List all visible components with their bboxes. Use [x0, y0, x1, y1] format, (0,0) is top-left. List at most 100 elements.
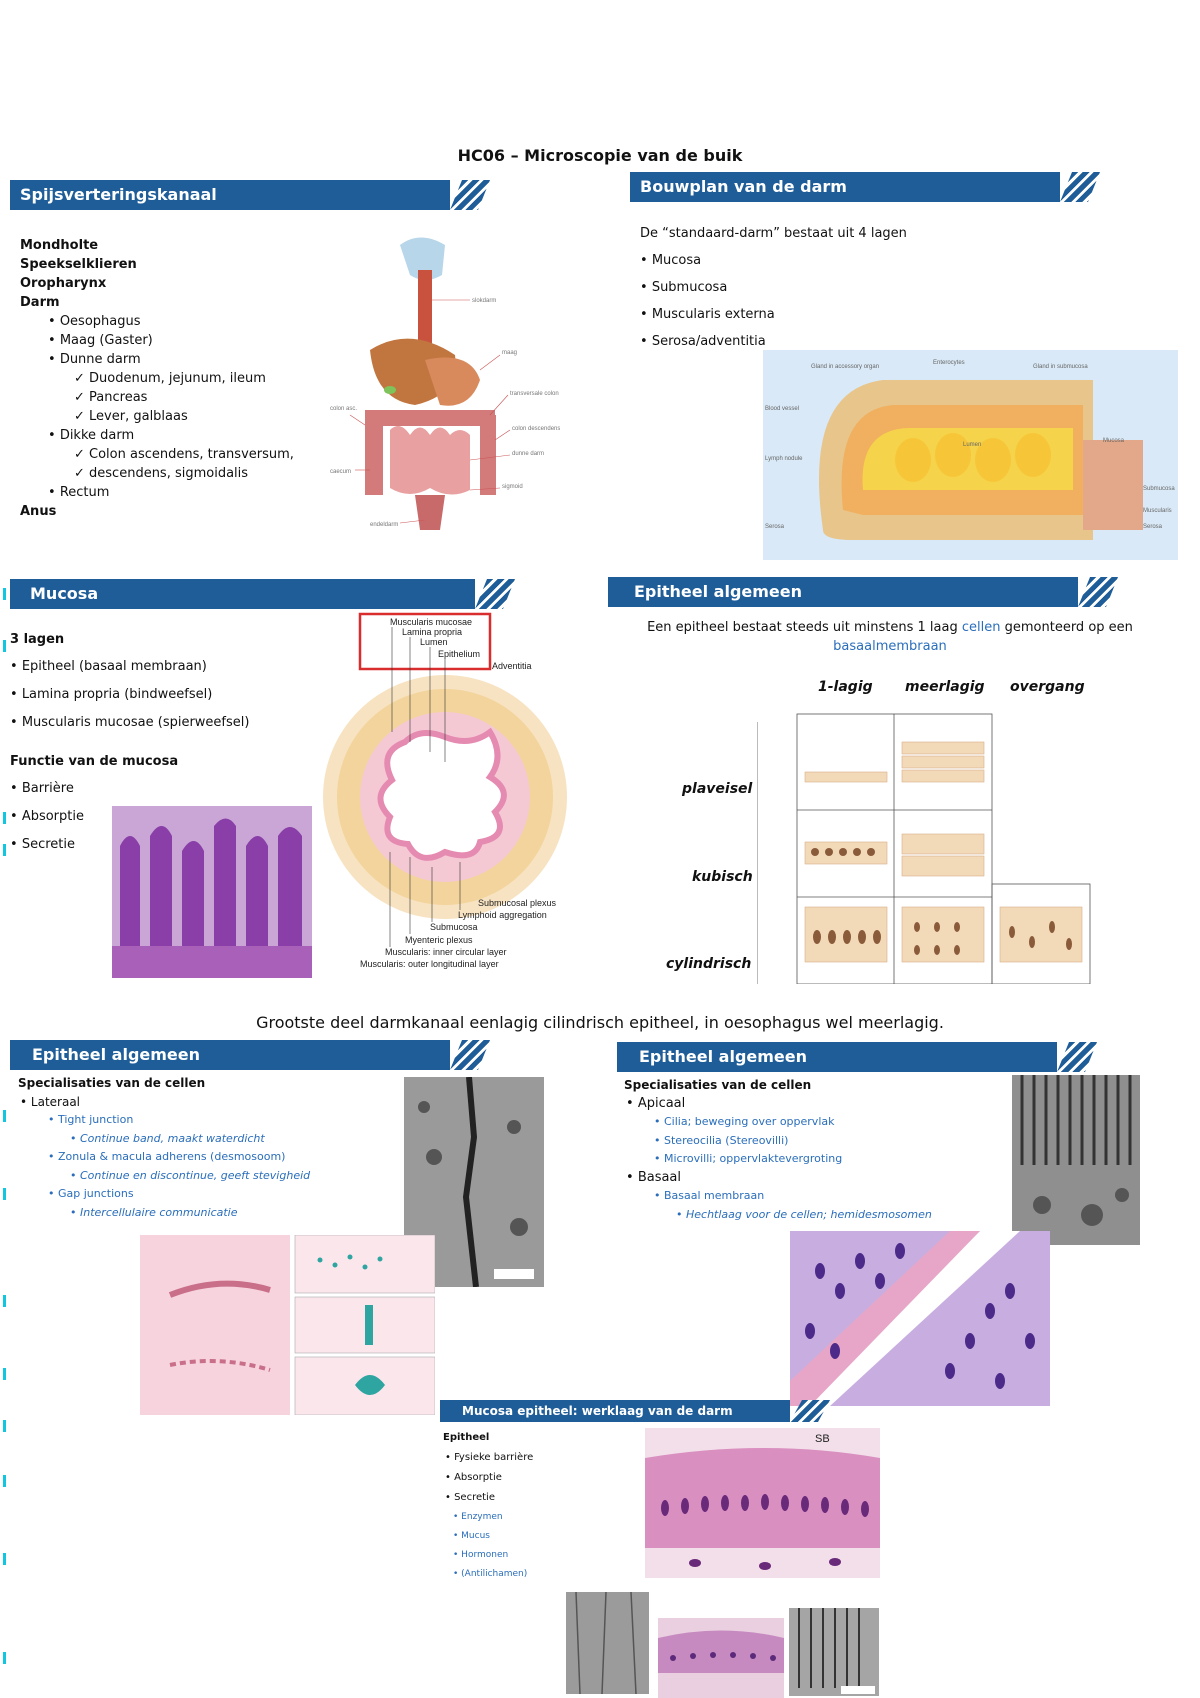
list-item: Oropharynx — [20, 276, 107, 291]
gut-cross-section-diagram: Muscularis mucosae Lamina propria Lumen … — [323, 612, 567, 969]
intro-text-2: gemonteerd op een — [1000, 620, 1133, 635]
list-item: Anus — [20, 504, 57, 519]
epitheel-note: Grootste deel darmkanaal eenlagig cilind… — [256, 1013, 944, 1032]
col-header-meerlagig: meerlagig — [905, 679, 985, 695]
margin-marker — [3, 1420, 6, 1432]
margin-marker — [3, 1475, 6, 1487]
list-item: Basaal — [624, 1169, 1024, 1188]
diagram-label: Myenteric plexus — [405, 935, 473, 945]
svg-text:sigmoid: sigmoid — [502, 484, 523, 490]
villi-histology-image — [112, 806, 312, 978]
epitheel-title: Epitheel — [443, 1432, 490, 1443]
mucosa-epitheel-text: Epitheel Fysieke barrière Absorptie Secr… — [443, 1428, 643, 1584]
list-item: Lateraal — [18, 1093, 408, 1112]
list-item: Lever, galblaas — [74, 407, 340, 426]
list-item: Pancreas — [74, 388, 340, 407]
section-header-mucosa: Mucosa — [10, 579, 475, 609]
diagram-label: Lamina propria — [402, 627, 462, 637]
epitheel-intro: Een epitheel bestaat steeds uit minstens… — [610, 618, 1170, 656]
list-item: Gap junctions — [18, 1185, 408, 1204]
svg-text:maag: maag — [502, 350, 517, 356]
list-item: (Antilichamen) — [443, 1565, 643, 1584]
em-bottom-image-1 — [566, 1592, 649, 1694]
svg-text:colon descendens: colon descendens — [512, 426, 560, 432]
margin-marker — [3, 844, 6, 856]
margin-marker — [3, 1110, 6, 1122]
list-item: Microvilli; oppervlaktevergroting — [624, 1150, 1024, 1169]
svg-text:Serosa: Serosa — [765, 524, 785, 530]
list-item: Hechtlaag voor de cellen; hemidesmosomen — [624, 1206, 1024, 1225]
list-item: Secretie — [10, 835, 310, 854]
section-header-epitheel-1: Epitheel algemeen — [608, 577, 1078, 607]
diagram-label: Adventitia — [492, 661, 532, 671]
sb-label: SB — [815, 1433, 830, 1445]
list-item: Mucosa — [640, 251, 1000, 270]
col-header-overgang: overgang — [1010, 679, 1085, 695]
columnar-epithelium-histology — [790, 1231, 1050, 1406]
junction-illustrations — [140, 1235, 435, 1415]
list-item: Absorptie — [443, 1468, 643, 1488]
svg-text:colon asc.: colon asc. — [330, 406, 357, 412]
svg-text:Blood vessel: Blood vessel — [765, 406, 799, 412]
intro-text: Een epitheel bestaat steeds uit minstens… — [647, 620, 962, 635]
svg-text:Gland in accessory organ: Gland in accessory organ — [811, 364, 879, 370]
section-header-epitheel-3: Epitheel algemeen — [617, 1042, 1057, 1072]
list-item: Cilia; beweging over oppervlak — [624, 1113, 1024, 1132]
histology-bottom-image-2 — [658, 1618, 784, 1698]
diagram-label: Lymphoid aggregation — [458, 910, 547, 920]
list-item: Dunne darm — [48, 350, 340, 369]
list-item: Tight junction — [18, 1111, 408, 1130]
svg-text:Muscularis: Muscularis — [1143, 508, 1172, 514]
margin-marker — [3, 1295, 6, 1307]
list-item: Speekselklieren — [20, 257, 137, 272]
svg-text:dunne darm: dunne darm — [512, 451, 544, 457]
list-item: Intercellulaire communicatie — [18, 1204, 408, 1223]
spec-title: Specialisaties van de cellen — [624, 1078, 812, 1092]
page-title: HC06 – Microscopie van de buik — [457, 146, 743, 165]
list-item: Enzymen — [443, 1508, 643, 1527]
list-item: Zonula & macula adherens (desmosoom) — [18, 1148, 408, 1167]
diagram-label: Muscularis mucosae — [390, 617, 472, 627]
apicaal-text: Specialisaties van de cellen Apicaal Cil… — [624, 1076, 1024, 1224]
epithelium-types-grid — [757, 713, 1091, 984]
row-label-plaveisel: plaveisel — [682, 781, 753, 797]
row-label-kubisch: kubisch — [692, 869, 753, 885]
row-label-cylindrisch: cylindrisch — [666, 956, 752, 972]
diagram-label: Epithelium — [438, 649, 480, 659]
bouwplan-text: De “standaard-darm” bestaat uit 4 lagen … — [640, 224, 1000, 351]
margin-marker — [3, 1553, 6, 1565]
microvilli-em-image — [1012, 1075, 1140, 1245]
list-item: Colon ascendens, transversum, — [74, 445, 340, 464]
list-item: Dikke darm — [48, 426, 340, 445]
list-item: Submucosa — [640, 278, 1000, 297]
section-header-spijsverteringskanaal: Spijsverteringskanaal — [10, 180, 450, 210]
list-item: Darm — [20, 295, 60, 310]
section-header-mucosa-epitheel: Mucosa epitheel: werklaag van de darm — [440, 1400, 790, 1422]
margin-marker — [3, 812, 6, 824]
list-item: Oesophagus — [48, 312, 340, 331]
list-item: Secretie — [443, 1488, 643, 1508]
svg-text:endeldarm: endeldarm — [370, 522, 398, 528]
margin-marker — [3, 640, 6, 652]
margin-marker — [3, 1368, 6, 1380]
lateraal-text: Specialisaties van de cellen Lateraal Ti… — [18, 1074, 408, 1222]
diagram-label: Submucosal plexus — [478, 898, 557, 908]
margin-marker — [3, 1652, 6, 1664]
list-item: Barrière — [10, 779, 310, 798]
diagram-label: Muscularis: inner circular layer — [385, 947, 507, 957]
bouwplan-intro: De “standaard-darm” bestaat uit 4 lagen — [640, 226, 907, 241]
list-item: Maag (Gaster) — [48, 331, 340, 350]
svg-text:transversale colon: transversale colon — [510, 391, 559, 397]
section-header-bouwplan: Bouwplan van de darm — [630, 172, 1060, 202]
list-item: Apicaal — [624, 1095, 1024, 1114]
list-item: Muscularis externa — [640, 305, 1000, 324]
margin-marker — [3, 1188, 6, 1200]
svg-text:caecum: caecum — [330, 469, 351, 475]
mucosa-text: 3 lagen Epitheel (basaal membraan) Lamin… — [10, 630, 310, 854]
svg-text:Lumen: Lumen — [963, 442, 981, 448]
list-item: Basaal membraan — [624, 1187, 1024, 1206]
diagram-label: Muscularis: outer longitudinal layer — [360, 959, 499, 969]
spec-title: Specialisaties van de cellen — [18, 1076, 206, 1090]
svg-text:Gland in submucosa: Gland in submucosa — [1033, 364, 1088, 370]
list-item: Absorptie — [10, 807, 310, 826]
